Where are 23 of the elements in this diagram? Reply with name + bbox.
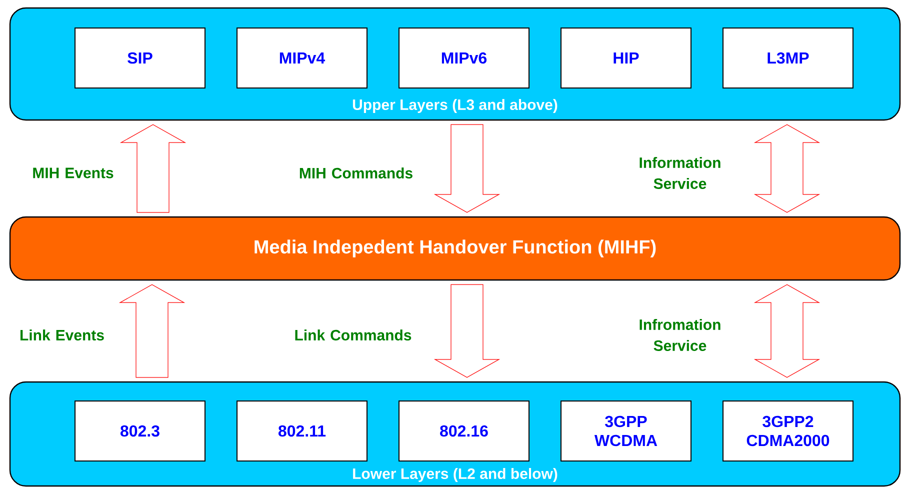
protocol-box: MIPv6: [398, 28, 530, 88]
protocol-box: L3MP: [722, 28, 854, 88]
protocol-box: 802.11: [236, 400, 368, 462]
protocol-box: MIPv4: [236, 28, 368, 88]
protocol-box: 3GPP2 CDMA2000: [722, 400, 854, 462]
protocol-box: 802.3: [74, 400, 206, 462]
protocol-box: 3GPP WCDMA: [560, 400, 692, 462]
protocol-box: SIP: [74, 28, 206, 88]
edge-label: Link Commands: [295, 329, 412, 340]
protocol-box: HIP: [560, 28, 692, 88]
function-band: Media Indepedent Handover Function (MIHF): [9, 216, 901, 281]
block-arrow: [754, 124, 820, 213]
block-arrow: [120, 124, 186, 213]
block-arrow: [434, 284, 500, 378]
edge-label: Link Events: [20, 329, 104, 340]
edge-label: Information Service: [640, 157, 720, 189]
block-arrow: [118, 284, 186, 378]
block-arrow: [754, 284, 820, 378]
edge-label: MIH Commands: [300, 168, 412, 178]
edge-label: Infromation Service: [640, 318, 720, 351]
edge-label: MIH Events: [33, 168, 114, 178]
block-arrow: [434, 124, 500, 213]
protocol-box: 802.16: [398, 400, 530, 462]
